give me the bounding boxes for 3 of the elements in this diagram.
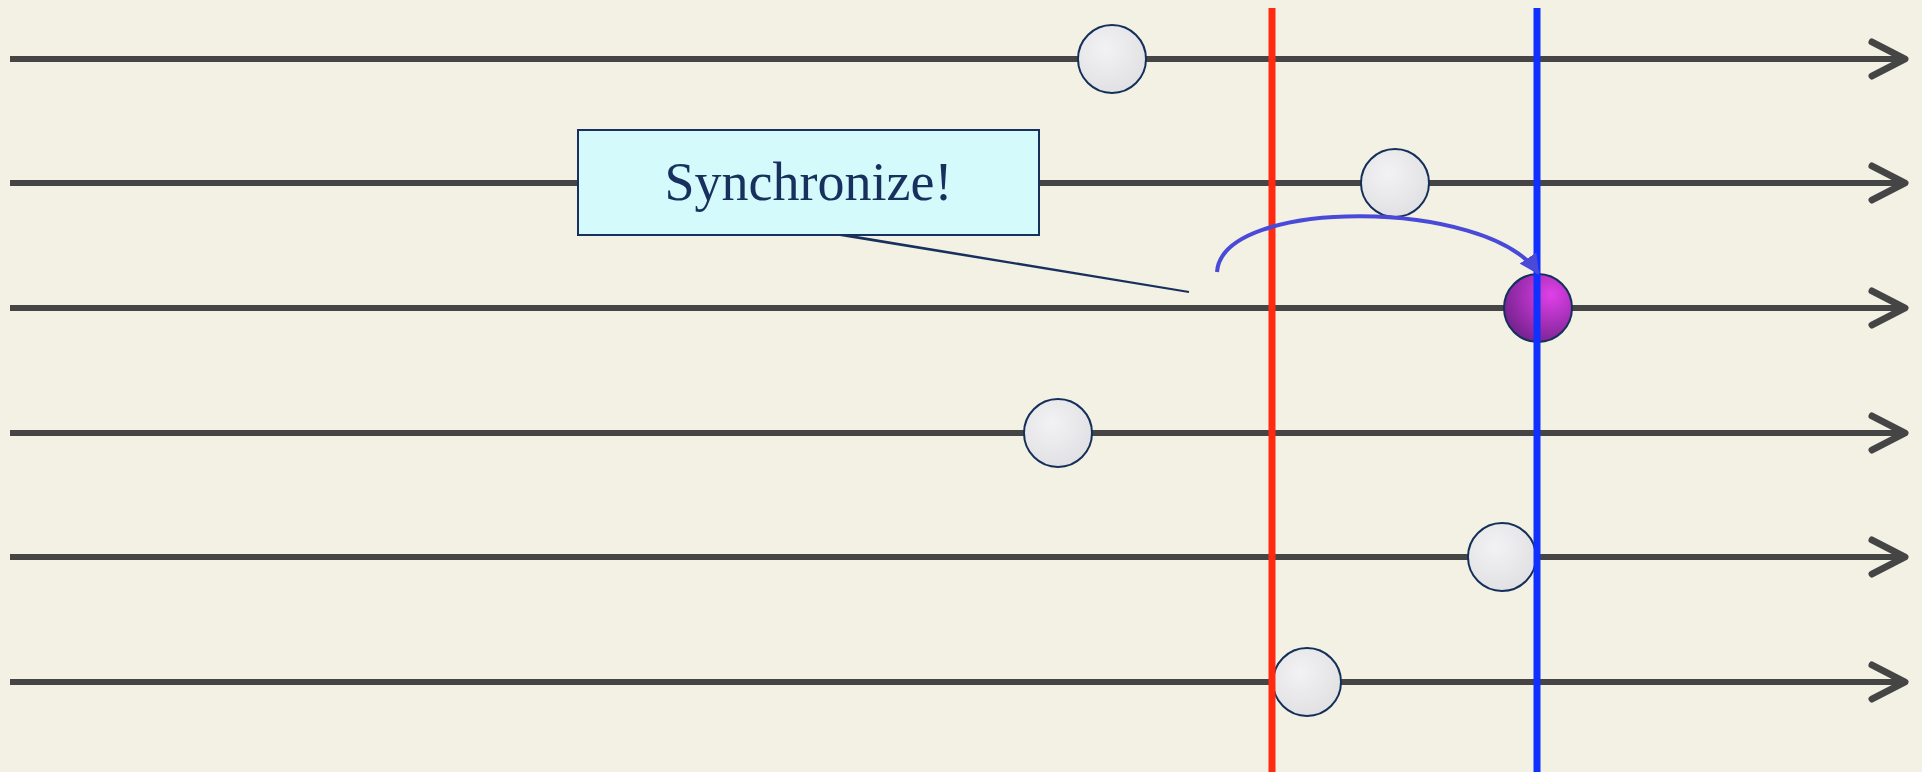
- callout-text: Synchronize!: [664, 151, 953, 213]
- speech-bubble: [577, 129, 1191, 294]
- curved-arrow: [1215, 214, 1540, 275]
